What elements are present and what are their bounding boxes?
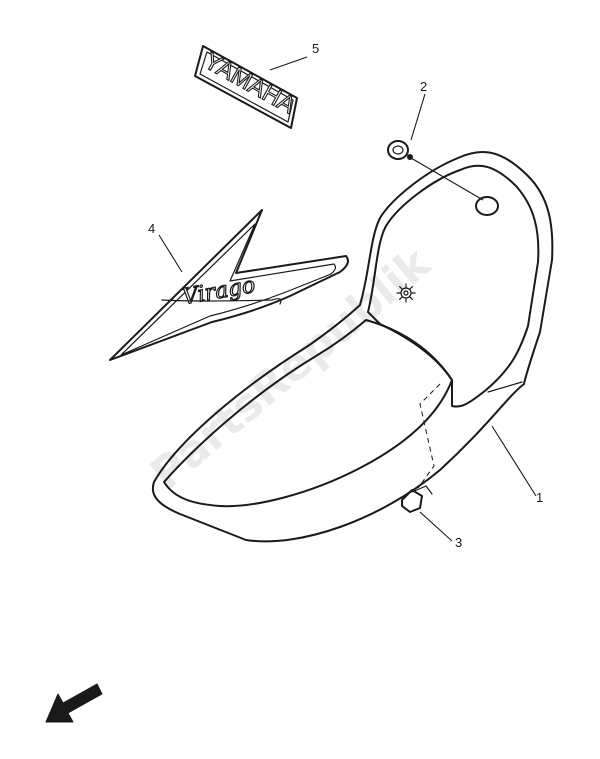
bolt-head [401, 489, 423, 513]
leader-line-2b [410, 157, 484, 201]
watermark-text: PartsRepublik [141, 237, 441, 500]
leader-lines [158, 56, 537, 542]
callout-labels: 1 2 3 4 5 [148, 41, 543, 550]
yamaha-decal-outline [194, 45, 298, 129]
virago-emblem-underline [161, 298, 282, 305]
seat-cover-edge-detail [487, 381, 523, 393]
yamaha-decal-text: YAMAHA [200, 47, 300, 119]
yamaha-decal-part[interactable]: YAMAHA [194, 45, 300, 129]
yamaha-decal-inner-outline [199, 51, 294, 123]
callout-5: 5 [312, 41, 319, 56]
leader-line-4 [158, 234, 183, 273]
leader-line-2a [410, 93, 426, 141]
seat-cover-inner-rim [367, 164, 540, 408]
virago-emblem-outline [109, 209, 349, 361]
callout-4: 4 [148, 221, 155, 236]
seat-cover-outline [151, 150, 554, 543]
grommet-hole [392, 145, 404, 155]
grommet-body [387, 140, 409, 160]
callout-1: 1 [536, 490, 543, 505]
leader-line-1 [491, 425, 537, 497]
grommet-part[interactable] [387, 140, 413, 160]
callout-3: 3 [455, 535, 462, 550]
watermark: PartsRepublik [141, 237, 441, 500]
callout-2: 2 [420, 79, 427, 94]
seat-cover-grommet-hole [475, 196, 499, 216]
virago-emblem-inner-outline [120, 223, 337, 356]
seat-cover-cushion-surface [163, 319, 453, 508]
bolt-shank [411, 485, 433, 495]
leader-line-5 [269, 56, 308, 71]
leader-line-3 [419, 511, 453, 542]
bolt-part[interactable] [401, 485, 433, 513]
arrow-down-left-icon [45, 683, 103, 723]
seat-cover-part[interactable] [151, 150, 554, 543]
gear-icon [396, 283, 416, 303]
